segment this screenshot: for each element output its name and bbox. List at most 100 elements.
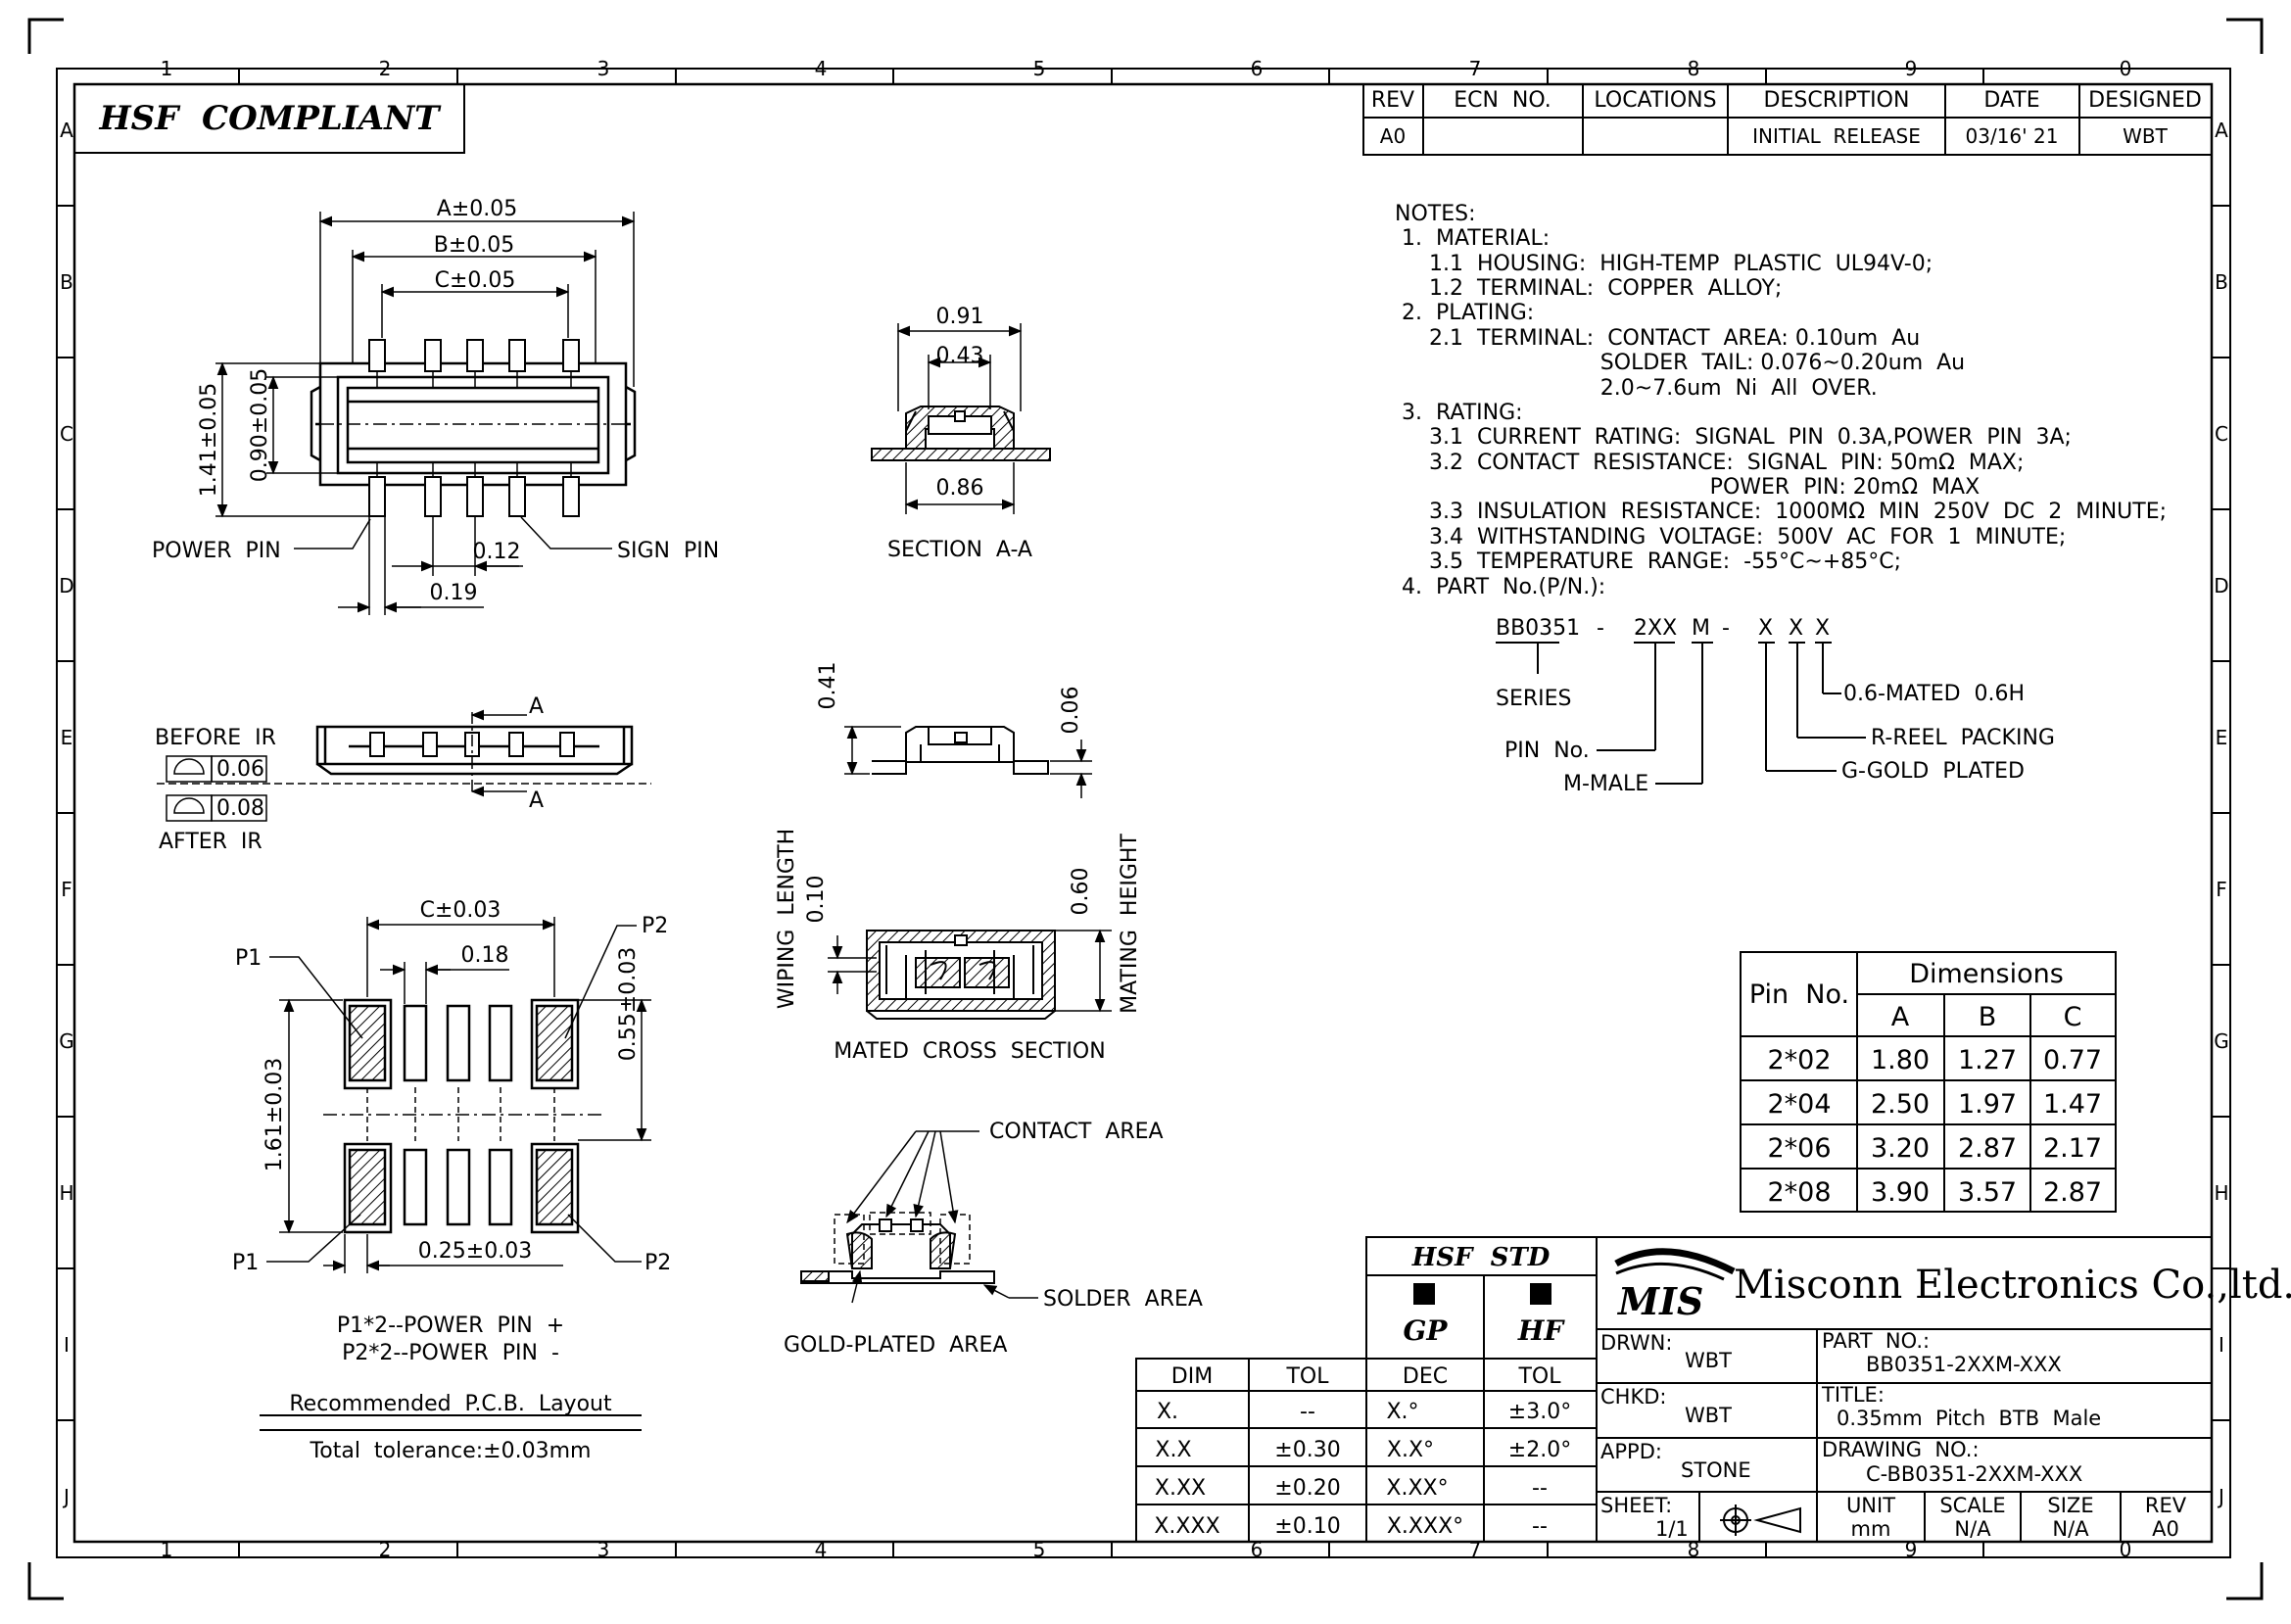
tol-cell: X.XX	[1155, 1476, 1206, 1501]
note-line: 3.5 TEMPERATURE RANGE: -55°C~+85°C;	[1395, 549, 1901, 574]
pcb-dim-055: 0.55±0.03	[616, 947, 641, 1061]
col-label: 6	[1251, 57, 1264, 80]
note-line: 3.2 CONTACT RESISTANCE: SIGNAL PIN: 50mΩ…	[1395, 451, 2024, 475]
col-label: 3	[597, 1538, 610, 1561]
dim-086: 0.86	[936, 476, 984, 501]
scale-label: SCALE	[1939, 1494, 2005, 1517]
date-header: DATE	[1983, 88, 2039, 113]
hsf-std-title: HSF STD	[1411, 1243, 1551, 1272]
row-label: F	[61, 878, 72, 901]
part-number-breakdown: BB0351 - 2XX M - X X X SERIES PIN No. M-…	[1496, 616, 2055, 796]
before-ir-label: BEFORE IR	[155, 726, 276, 750]
hf-marker-icon	[1530, 1283, 1551, 1305]
side-view: BEFORE IR AFTER IR 0.06 0.08 A A	[155, 694, 651, 854]
row-label: B	[2215, 270, 2228, 294]
tol-cell: --	[1532, 1514, 1548, 1539]
revision-table: REV ECN NO. LOCATIONS DESCRIPTION DATE D…	[1362, 83, 2213, 156]
dim-table-cell: 2*02	[1767, 1045, 1831, 1075]
pcb-dim-161: 1.61±0.03	[263, 1058, 287, 1171]
note-line: 2. PLATING:	[1395, 301, 1534, 325]
col-label: 0	[2120, 1538, 2132, 1561]
pn-gender-code: M	[1692, 616, 1710, 641]
dim-table-cell: 3.90	[1871, 1177, 1930, 1208]
tol-cell: X.°	[1386, 1400, 1418, 1424]
dim-table-cell: 2*06	[1767, 1133, 1831, 1164]
row-label: E	[61, 726, 73, 749]
tol-header-dim: DIM	[1171, 1364, 1213, 1389]
dim-table-cell: 1.27	[1958, 1045, 2017, 1075]
col-label: 0	[2120, 57, 2132, 80]
note-line: 3.4 WITHSTANDING VOLTAGE: 500V AC FOR 1 …	[1395, 525, 2066, 549]
section-marker-top: A	[529, 694, 544, 719]
note-line: POWER PIN: 20mΩ MAX	[1395, 475, 1980, 500]
pn-male-label: M-MALE	[1563, 772, 1648, 796]
notes-block: NOTES: 1. MATERIAL: 1.1 HOUSING: HIGH-TE…	[1395, 202, 2167, 599]
drwn-value: WBT	[1685, 1349, 1732, 1372]
col-label: 3	[597, 57, 610, 80]
top-view: A±0.05 B±0.05 C±0.05 1.41±0.05 0.90±0.05…	[152, 197, 719, 615]
pn-gold-label: G-GOLD PLATED	[1841, 759, 2025, 784]
unit-label: UNIT	[1846, 1494, 1895, 1517]
dim-006: 0.06	[1059, 687, 1083, 735]
before-ir-value: 0.06	[216, 757, 264, 782]
dim-table-cell: 2.87	[2043, 1177, 2102, 1208]
col-label: 2	[379, 1538, 392, 1561]
row-label: D	[2214, 574, 2228, 597]
pcb-layout-title: Recommended P.C.B. Layout	[289, 1392, 612, 1416]
pn-dash: -	[1722, 616, 1730, 641]
appd-value: STONE	[1681, 1458, 1751, 1482]
row-label: G	[2214, 1029, 2229, 1053]
row-label: J	[2217, 1485, 2224, 1508]
tol-cell: X.X°	[1387, 1438, 1434, 1462]
projection-symbol-icon	[1720, 1505, 1801, 1536]
row-label: B	[60, 270, 73, 294]
p2-label-top: P2	[642, 914, 668, 938]
locations-header: LOCATIONS	[1594, 88, 1716, 113]
dim-table-cell: 2.87	[1958, 1133, 2017, 1164]
after-ir-label: AFTER IR	[159, 830, 263, 854]
row-label: I	[64, 1333, 70, 1357]
dim-height-body: 0.90±0.05	[248, 368, 272, 482]
pn-packing-code: X	[1789, 616, 1803, 641]
tol-header-dec: DEC	[1403, 1364, 1448, 1389]
dim-table-cell: 2.50	[1871, 1089, 1930, 1120]
description-value: INITIAL RELEASE	[1752, 124, 1921, 148]
power-minus-note: P2*2--POWER PIN -	[342, 1341, 559, 1365]
tol-cell: ±0.20	[1274, 1476, 1340, 1501]
col-label: 8	[1688, 1538, 1700, 1561]
pcb-tolerance: Total tolerance:±0.03mm	[310, 1439, 592, 1463]
pn-dash: -	[1597, 616, 1604, 641]
note-line: 2.0~7.6um Ni All OVER.	[1395, 376, 1878, 401]
dim-table-cell: 3.20	[1871, 1133, 1930, 1164]
part-no-label: PART NO.:	[1822, 1329, 1930, 1353]
tol-cell: ±3.0°	[1508, 1400, 1571, 1424]
section-a-a-title: SECTION A-A	[887, 538, 1032, 562]
col-label: 1	[161, 57, 173, 80]
rev-header: REV	[1371, 88, 1414, 113]
size-label: SIZE	[2047, 1494, 2093, 1517]
tol-cell: ±2.0°	[1508, 1438, 1571, 1462]
row-label: C	[2215, 422, 2228, 446]
sheet-value: 1/1	[1655, 1517, 1689, 1541]
contact-area-label: CONTACT AREA	[989, 1120, 1164, 1144]
designed-value: WBT	[2123, 124, 2168, 148]
row-label: H	[59, 1181, 73, 1205]
note-line: 3.3 INSULATION RESISTANCE: 1000MΩ MIN 25…	[1395, 500, 2167, 524]
p1-label-bottom: P1	[232, 1251, 259, 1275]
tol-cell: X.XX°	[1386, 1476, 1448, 1501]
title-value: 0.35mm Pitch BTB Male	[1837, 1407, 2101, 1430]
row-label: F	[2216, 878, 2227, 901]
row-label: E	[2216, 726, 2228, 749]
note-line: 3. RATING:	[1395, 401, 1523, 425]
hsf-compliant-text: HSF COMPLIANT	[99, 99, 443, 138]
solder-area-label: SOLDER AREA	[1043, 1287, 1203, 1312]
row-label: D	[59, 574, 73, 597]
after-ir-value: 0.08	[216, 796, 264, 821]
col-label: 2	[379, 57, 392, 80]
hsf-compliant-box: HSF COMPLIANT	[73, 83, 465, 154]
dim-010: 0.10	[804, 876, 829, 924]
sheet-label: SHEET:	[1600, 1494, 1672, 1517]
mated-cross-section: WIPING LENGTH 0.10 0.60 MATING HEIGHT MA…	[775, 829, 1142, 1064]
note-line: 4. PART No.(P/N.):	[1395, 575, 1605, 599]
